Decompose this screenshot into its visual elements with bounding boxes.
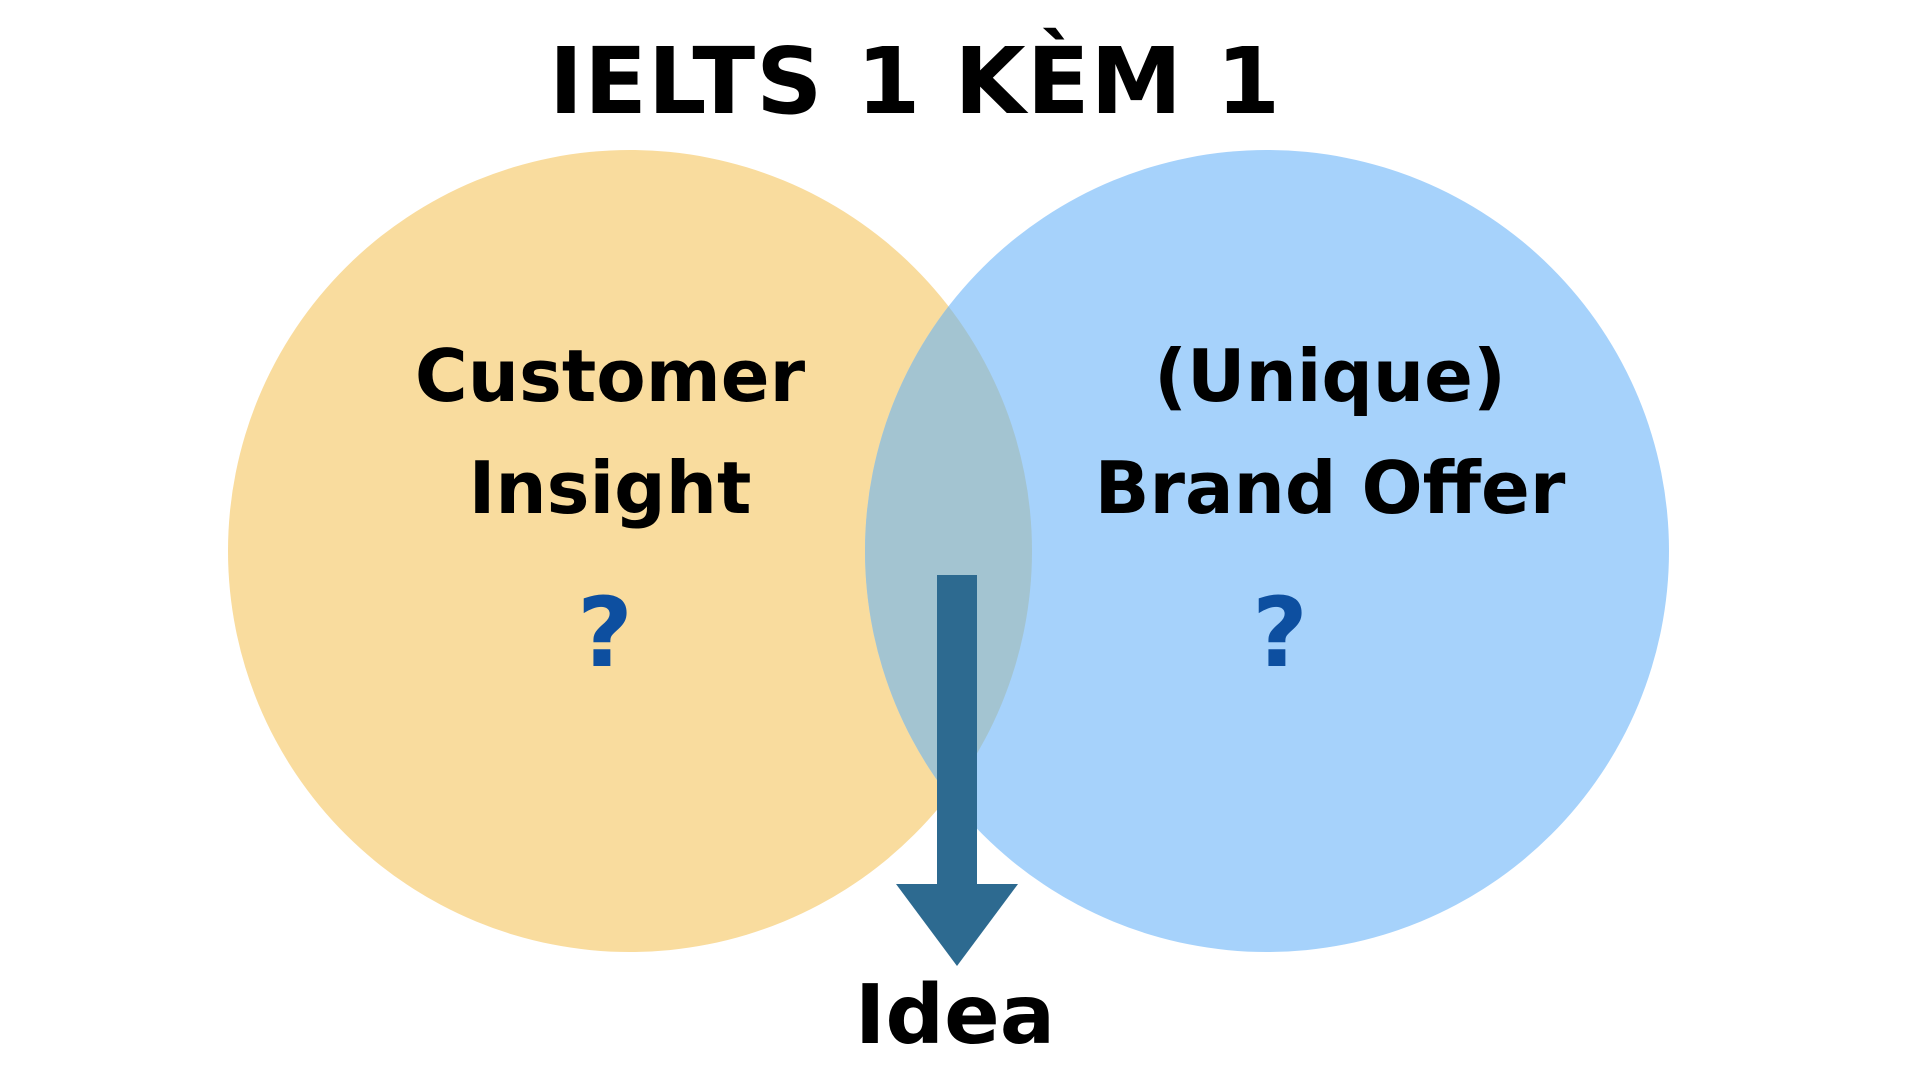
customer-insight-circle: [228, 150, 1032, 952]
customer-insight-line1: Customer: [414, 334, 806, 418]
brand-offer-label: (Unique) Brand Offer: [1070, 320, 1590, 544]
customer-insight-label: Customer Insight: [360, 320, 860, 544]
brand-offer-circle: [865, 150, 1669, 952]
brand-offer-line2: Brand Offer: [1094, 446, 1566, 530]
customer-insight-question-icon: ?: [577, 577, 633, 689]
idea-label: Idea: [854, 968, 1056, 1063]
page-title: IELTS 1 KÈM 1: [548, 28, 1282, 135]
brand-offer-line1: (Unique): [1154, 334, 1506, 418]
brand-offer-question-icon: ?: [1252, 577, 1308, 689]
customer-insight-line2: Insight: [468, 446, 752, 530]
arrow-down-icon: [896, 575, 1018, 966]
